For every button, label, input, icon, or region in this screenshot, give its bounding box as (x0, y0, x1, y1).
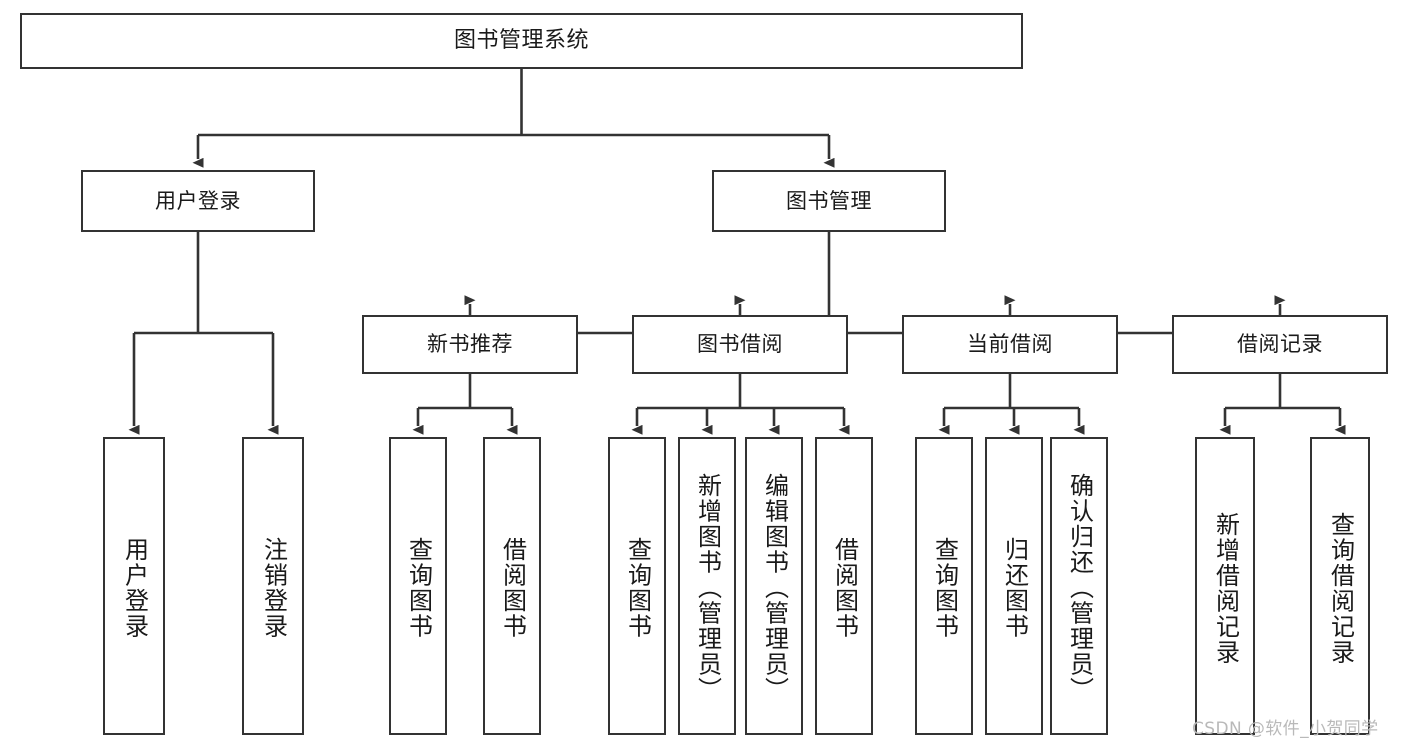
node-leaf-query-book-2[interactable]: 查询图书 (608, 437, 666, 735)
node-label-new-book-rec: 新书推荐 (427, 332, 513, 357)
node-label-book-borrow: 图书借阅 (697, 332, 783, 357)
node-leaf-edit-book[interactable]: 编辑图书（管理员） (745, 437, 803, 735)
node-leaf-confirm-return[interactable]: 确认归还（管理员） (1050, 437, 1108, 735)
node-label-leaf-logout: 注销登录 (259, 537, 288, 639)
node-leaf-borrow-book-2[interactable]: 借阅图书 (815, 437, 873, 735)
node-label-leaf-edit-book: 编辑图书（管理员） (760, 473, 789, 703)
node-leaf-logout[interactable]: 注销登录 (242, 437, 304, 735)
node-leaf-query-book-1[interactable]: 查询图书 (389, 437, 447, 735)
node-leaf-query-record[interactable]: 查询借阅记录 (1310, 437, 1370, 735)
node-root[interactable]: 图书管理系统 (20, 13, 1023, 69)
node-new-book-rec[interactable]: 新书推荐 (362, 315, 578, 374)
node-leaf-borrow-book-1[interactable]: 借阅图书 (483, 437, 541, 735)
node-label-leaf-query-book-2: 查询图书 (623, 537, 652, 639)
node-label-leaf-return-book: 归还图书 (1000, 537, 1029, 639)
node-label-leaf-confirm-return: 确认归还（管理员） (1065, 473, 1094, 703)
node-label-leaf-query-book-3: 查询图书 (930, 537, 959, 639)
node-label-leaf-query-record: 查询借阅记录 (1326, 511, 1355, 665)
node-borrow-record[interactable]: 借阅记录 (1172, 315, 1388, 374)
node-label-current-borrow: 当前借阅 (967, 332, 1053, 357)
csdn-watermark: CSDN @软件_小贺同学 (1192, 719, 1379, 739)
node-book-borrow[interactable]: 图书借阅 (632, 315, 848, 374)
node-label-leaf-query-book-1: 查询图书 (404, 537, 433, 639)
node-leaf-add-book[interactable]: 新增图书（管理员） (678, 437, 736, 735)
node-leaf-query-book-3[interactable]: 查询图书 (915, 437, 973, 735)
node-label-user-login: 用户登录 (155, 188, 241, 213)
node-label-book-manage: 图书管理 (786, 188, 872, 213)
node-label-root: 图书管理系统 (453, 28, 589, 54)
node-label-leaf-user-login: 用户登录 (120, 537, 149, 639)
node-label-leaf-borrow-book-2: 借阅图书 (830, 537, 859, 639)
node-leaf-return-book[interactable]: 归还图书 (985, 437, 1043, 735)
node-label-leaf-borrow-book-1: 借阅图书 (498, 537, 527, 639)
node-user-login[interactable]: 用户登录 (81, 170, 315, 232)
node-book-manage[interactable]: 图书管理 (712, 170, 946, 232)
node-label-leaf-add-book: 新增图书（管理员） (693, 473, 722, 703)
node-label-leaf-add-record: 新增借阅记录 (1211, 511, 1240, 665)
node-current-borrow[interactable]: 当前借阅 (902, 315, 1118, 374)
node-label-borrow-record: 借阅记录 (1237, 332, 1323, 357)
node-leaf-add-record[interactable]: 新增借阅记录 (1195, 437, 1255, 735)
node-leaf-user-login[interactable]: 用户登录 (103, 437, 165, 735)
